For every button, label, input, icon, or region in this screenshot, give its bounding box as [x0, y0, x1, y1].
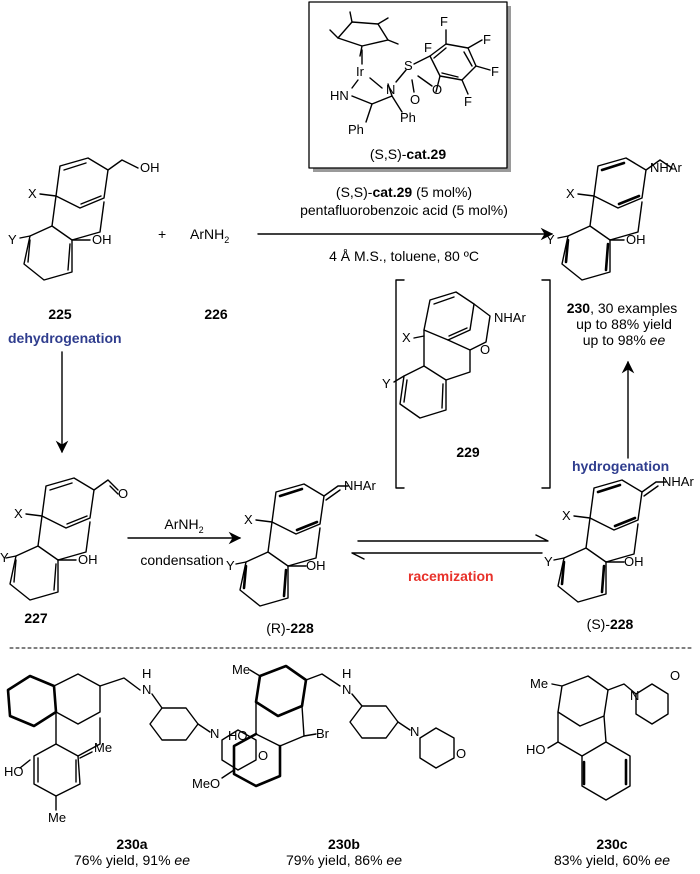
c230-nhar: NHAr	[650, 160, 682, 175]
example-230a-label: 230a	[116, 836, 148, 852]
compound-225-label: 225	[48, 306, 72, 322]
cat-o2: O	[432, 82, 443, 97]
compound-r228-label: (R)-228	[266, 620, 314, 636]
ex230b-o-morpholine: O	[456, 746, 467, 761]
c229-y: Y	[382, 376, 391, 391]
compound-r228-structure	[235, 483, 349, 607]
ex230a-n-linker: N	[142, 682, 152, 697]
c230-y: Y	[546, 232, 555, 247]
cat-f4: F	[464, 94, 472, 109]
ex230a-me1: Me	[94, 740, 113, 755]
step-racemization: racemization	[408, 568, 494, 584]
condensation-reagent: ArNH2	[164, 516, 204, 535]
cat-f2: F	[483, 32, 491, 47]
c227-x: X	[14, 506, 23, 521]
compound-227-label: 227	[24, 610, 48, 626]
cat-ph2: Ph	[400, 110, 416, 125]
example-230a-result: 76% yield, 91% ee	[74, 852, 190, 868]
compound-226-label: 226	[204, 306, 228, 322]
ex230a-h: H	[142, 666, 152, 681]
c225-oh-benzylic: OH	[140, 160, 160, 175]
c227-y: Y	[0, 550, 9, 565]
cat-f1: F	[440, 14, 448, 29]
s228-y: Y	[544, 554, 553, 569]
step-condensation: condensation	[140, 552, 224, 568]
c230-x: X	[566, 186, 575, 201]
s228-nhar: NHAr	[662, 474, 694, 489]
c229-o: O	[480, 342, 491, 357]
right-bracket	[541, 279, 551, 489]
ex230b-h: H	[342, 666, 352, 681]
compound-229-structure	[393, 291, 491, 419]
amine-226: ArNH2	[190, 226, 230, 245]
cat-f3: F	[491, 64, 499, 79]
cat-ph1: Ph	[348, 122, 364, 137]
step-hydrogenation: hydrogenation	[572, 458, 670, 474]
ex230c-ho: HO	[526, 742, 546, 757]
racemization-equilibrium-arrows	[351, 534, 549, 560]
c229-nhar: NHAr	[494, 310, 526, 325]
c229-x: X	[402, 330, 411, 345]
ex230c-o: O	[670, 668, 681, 683]
example-230c-result: 83% yield, 60% ee	[554, 852, 670, 868]
ex230c-n: N	[630, 688, 640, 703]
r228-oh: OH	[306, 558, 326, 573]
ex230a-o-morpholine: O	[258, 748, 269, 763]
c227-o: O	[118, 486, 129, 501]
c225-oh-phenol: OH	[92, 232, 112, 247]
r228-y: Y	[226, 558, 235, 573]
cat-s: S	[404, 58, 413, 73]
compound-230-summary: 230, 30 examples	[566, 300, 678, 316]
cat-hn: HN	[330, 88, 349, 103]
c227-oh: OH	[78, 552, 98, 567]
plus-sign: +	[158, 226, 167, 242]
example-230a-structure	[6, 673, 257, 811]
ex230b-n-linker: N	[342, 682, 352, 697]
c230-oh: OH	[626, 232, 646, 247]
c225-x: X	[28, 186, 37, 201]
compound-230-structure	[557, 157, 673, 281]
example-230c-label: 230c	[596, 836, 628, 852]
s228-x: X	[562, 508, 571, 523]
example-230b-label: 230b	[328, 836, 360, 852]
ex230b-n-morpholine: N	[410, 724, 420, 739]
cat-n: N	[386, 82, 396, 97]
ex230b-ho: HO	[228, 728, 248, 743]
example-230b-result: 79% yield, 86% ee	[286, 852, 402, 868]
compound-230-ee: up to 98% ee	[582, 332, 666, 348]
catalyst-structure	[329, 11, 491, 123]
compound-229-label: 229	[456, 444, 480, 460]
r228-x: X	[244, 512, 253, 527]
compound-s228-label: (S)-228	[586, 616, 634, 632]
cat-ir: Ir	[356, 64, 364, 79]
ex230a-n-morpholine: N	[210, 726, 220, 741]
example-230c-structure	[547, 675, 669, 801]
catalyst-box	[308, 1, 511, 172]
compound-225-structure	[19, 157, 139, 281]
cat-o1: O	[410, 92, 421, 107]
ex230c-me: Me	[530, 676, 549, 691]
s228-oh: OH	[624, 554, 644, 569]
ex230b-me: Me	[232, 662, 251, 677]
cat-f5: F	[424, 40, 432, 55]
compound-230-yield: up to 88% yield	[576, 316, 672, 332]
r228-nhar: NHAr	[344, 478, 376, 493]
left-bracket	[395, 279, 405, 489]
ex230b-meo: MeO	[192, 776, 221, 791]
compound-s228-structure	[553, 479, 667, 603]
ex230a-me2: Me	[48, 810, 67, 825]
example-230b-structure	[221, 664, 455, 788]
step-dehydrogenation: dehydrogenation	[8, 330, 122, 346]
condition-solvent-temp: 4 Å M.S., toluene, 80 ºC	[329, 248, 479, 264]
condition-catalyst-loading: (S,S)-cat.29 (5 mol%)	[335, 184, 473, 200]
c225-y: Y	[8, 232, 17, 247]
compound-227-structure	[5, 477, 119, 601]
condition-acid: pentafluorobenzoic acid (5 mol%)	[300, 202, 508, 218]
ex230a-ho: HO	[4, 764, 24, 779]
ex230b-br: Br	[316, 726, 329, 741]
catalyst-label: (S,S)-cat.29	[369, 146, 447, 162]
